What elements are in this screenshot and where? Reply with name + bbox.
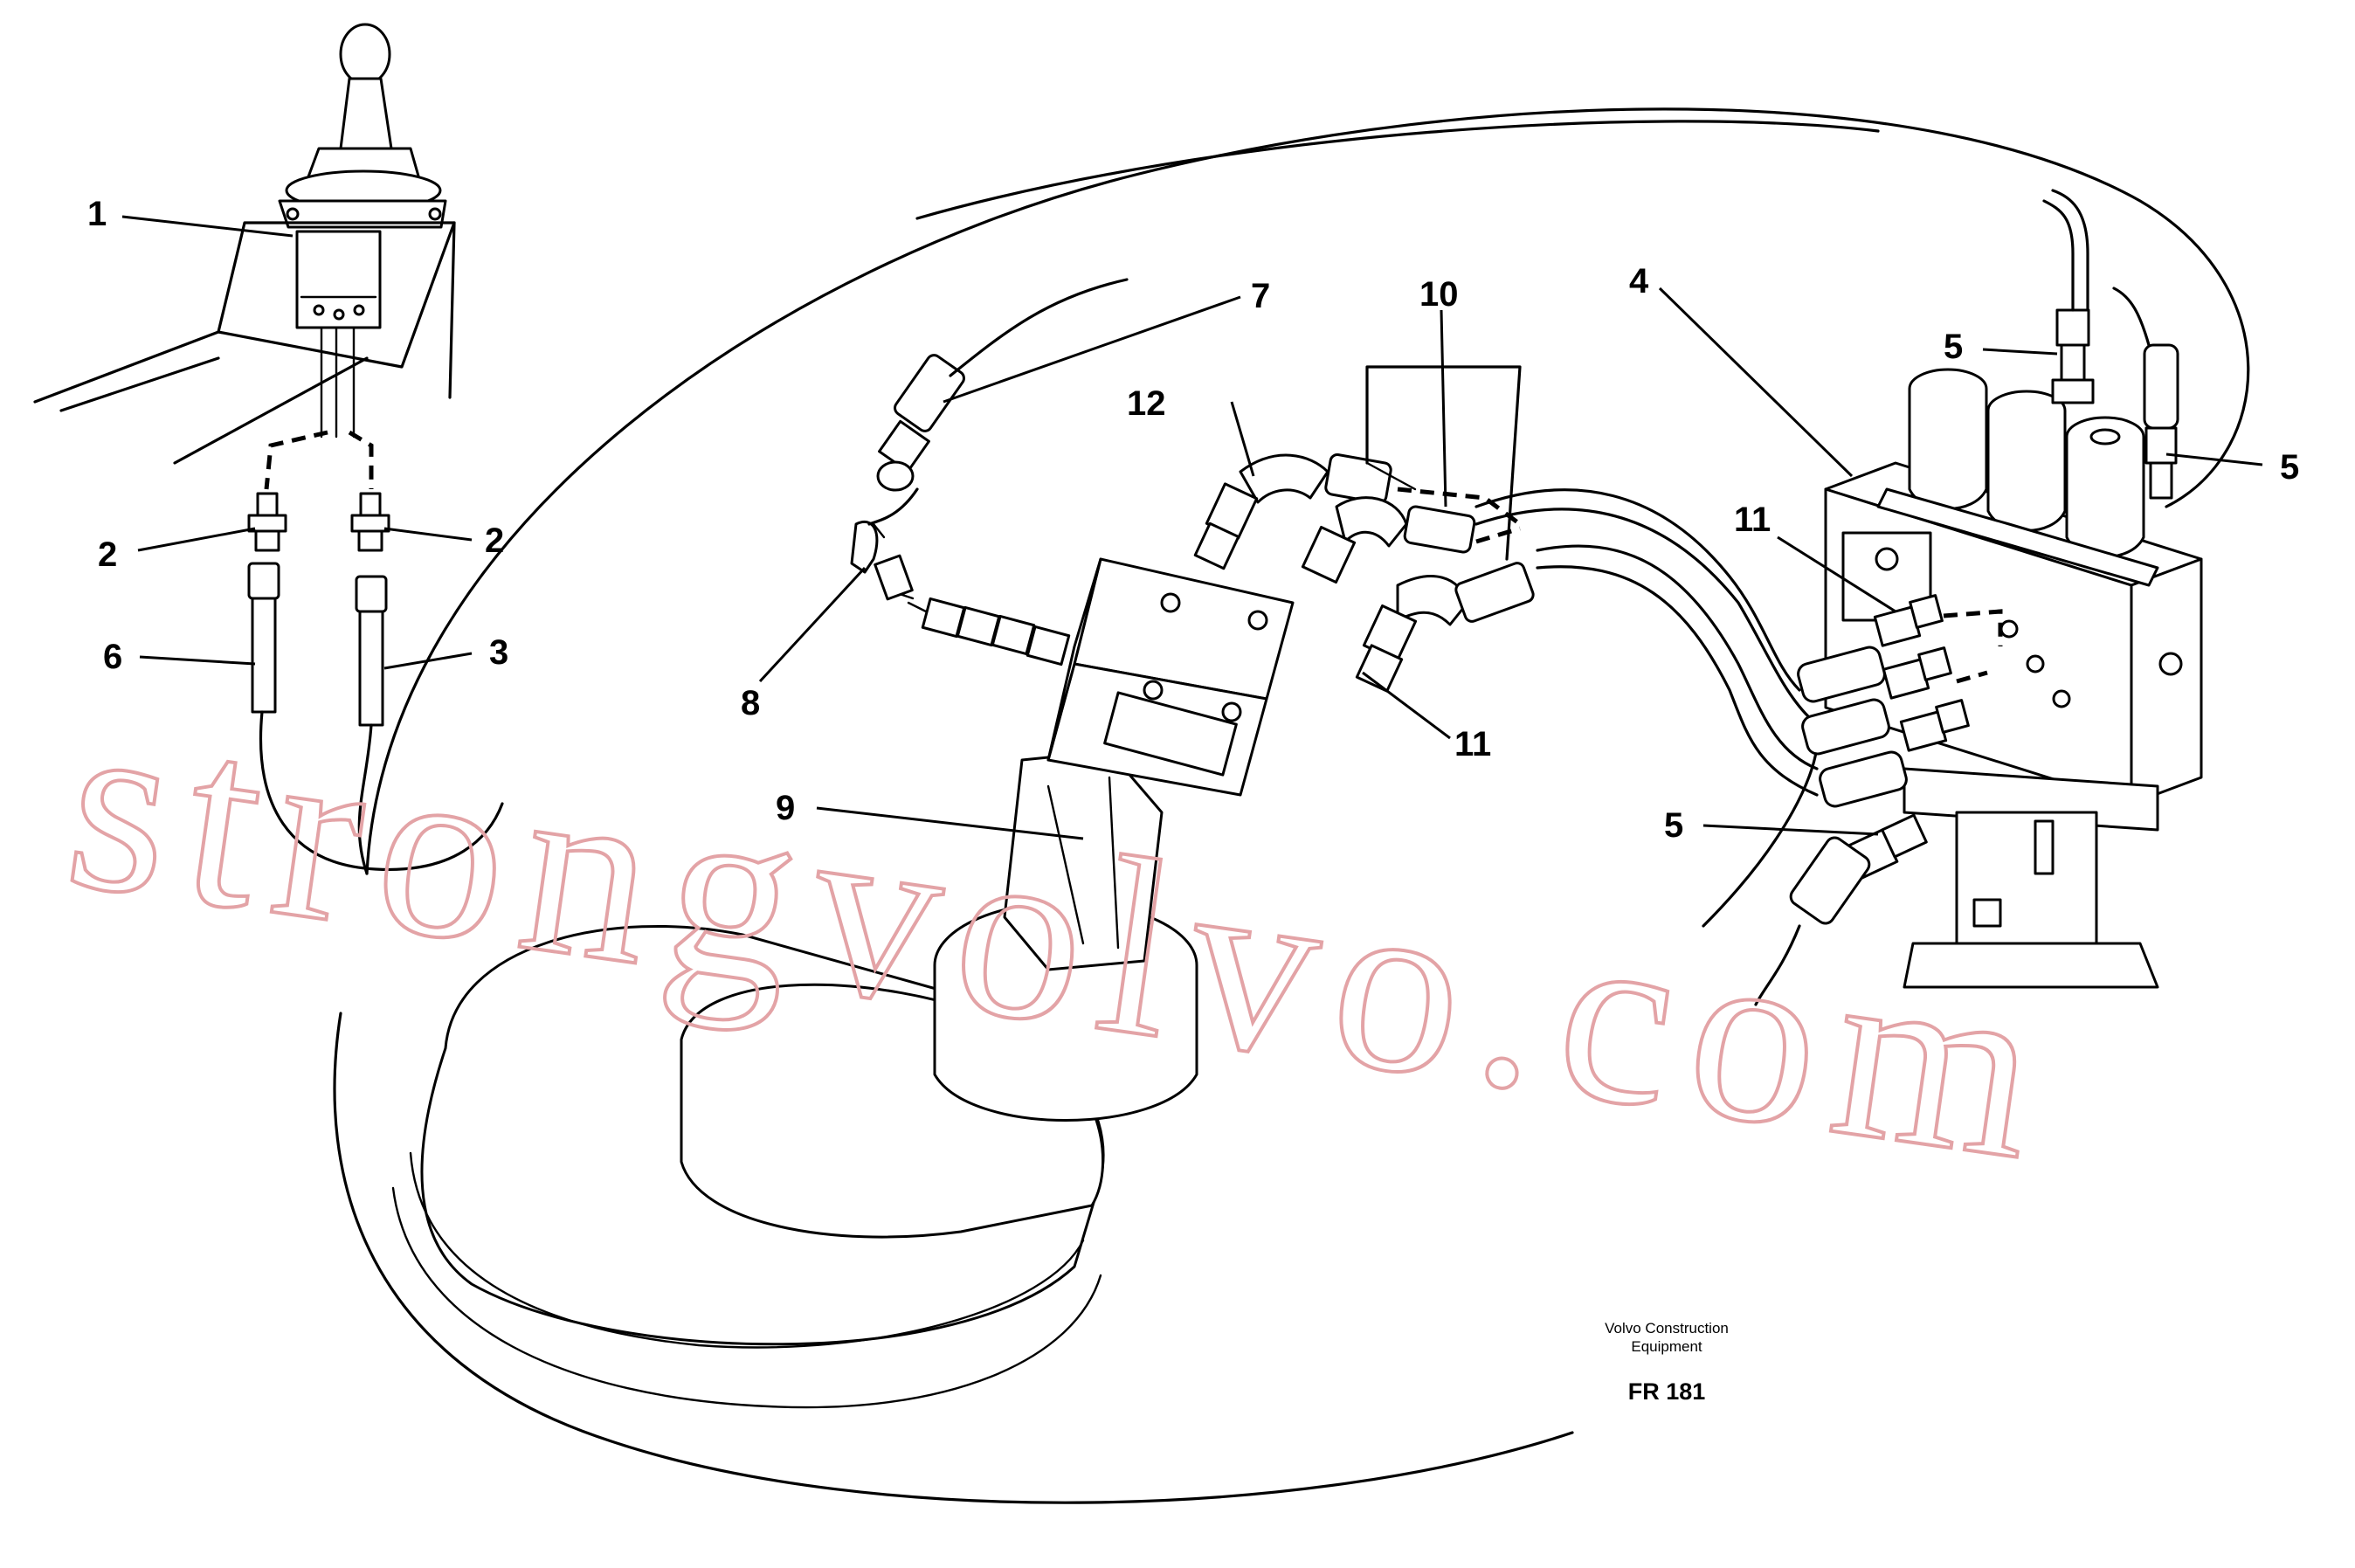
joystick-panel — [33, 221, 456, 465]
callout-7: 7 — [1251, 277, 1270, 315]
joystick — [278, 23, 447, 229]
callout-4: 4 — [1629, 262, 1649, 300]
hose-3 — [355, 575, 388, 727]
drawing-code: FR 181 — [1628, 1378, 1706, 1405]
hose-7 — [876, 354, 965, 492]
machine-outline — [333, 107, 2250, 1504]
callout-9: 9 — [776, 789, 795, 827]
valve-block-center — [1046, 557, 1295, 797]
callout-10: 10 — [1419, 275, 1459, 314]
adapter-left — [247, 492, 287, 552]
callout-8: 8 — [741, 684, 760, 722]
hose-7-bend — [867, 487, 919, 526]
callout-6: 6 — [103, 638, 122, 676]
company-name-line1: Volvo Construction — [1605, 1320, 1729, 1337]
hose-7-run — [949, 278, 1129, 377]
motor-base — [391, 901, 1198, 1409]
motor-housing — [1003, 749, 1164, 971]
valve-top-fittings — [2042, 189, 2179, 500]
callout-5-top: 5 — [1944, 328, 1963, 366]
callout-5-bottom: 5 — [1664, 806, 1683, 845]
leader-lines — [121, 215, 2263, 840]
callout-2-right: 2 — [485, 522, 504, 560]
hose-loop-left — [259, 710, 504, 871]
dash-center-b — [1475, 526, 1521, 544]
valve-fittings — [1797, 594, 2003, 808]
company-name-line2: Equipment — [1631, 1338, 1702, 1355]
callout-3: 3 — [489, 633, 508, 672]
hose-11-center — [1301, 496, 1535, 693]
valve-pedestal — [1903, 767, 2159, 989]
callouts: 1 2 2 3 6 7 8 9 12 10 11 4 11 5 5 5 — [87, 195, 2299, 845]
hose-runs-right — [1474, 488, 1819, 797]
callout-11-right: 11 — [1734, 501, 1771, 539]
callout-5-right: 5 — [2280, 448, 2299, 487]
hose-8 — [850, 521, 914, 601]
hose-6 — [247, 562, 280, 714]
pilot-hoses-left — [264, 326, 374, 490]
caption-block: Volvo Construction Equipment FR 181 — [1605, 1320, 1729, 1405]
hose-tail-left — [357, 723, 373, 875]
adapter-right — [350, 492, 390, 552]
bottom-hose-5 — [1754, 813, 1928, 1006]
callout-12: 12 — [1127, 384, 1166, 423]
fitting-row-center — [898, 592, 1071, 667]
callout-11-center: 11 — [1454, 725, 1491, 763]
callout-1: 1 — [87, 195, 107, 233]
callout-2-left: 2 — [98, 535, 117, 574]
solenoid-coils — [1876, 368, 2159, 587]
